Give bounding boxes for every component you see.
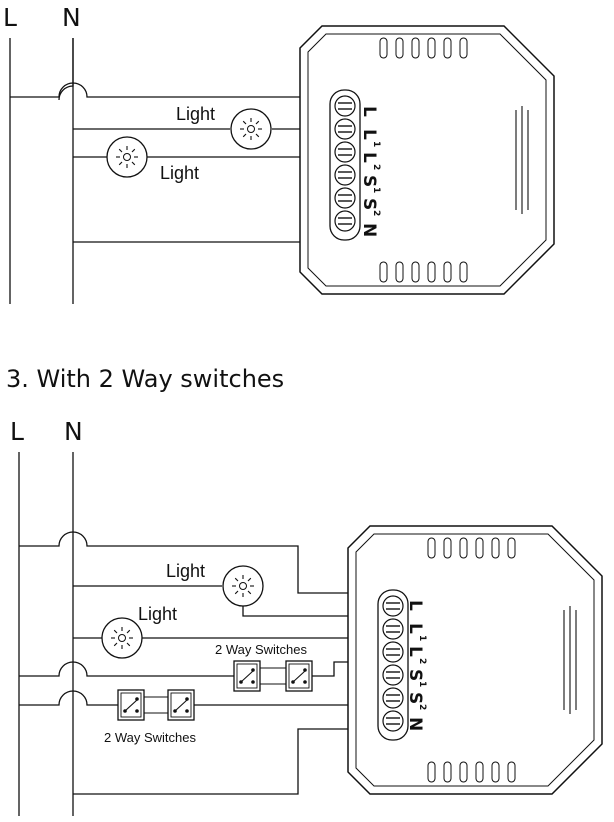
diagram-2-way: L N Light Light 2 Way Switches: [10, 417, 603, 816]
terminal-sub-l1: 1: [417, 635, 427, 641]
line-label: L: [10, 417, 24, 446]
terminal-label-l: L: [359, 106, 379, 117]
terminal-label-l1: L: [405, 623, 425, 634]
relay-module: [347, 525, 603, 795]
light-bulb-icon: [101, 617, 143, 659]
terminal-label-l2: L: [405, 646, 425, 657]
wire-switch1-s1: [312, 661, 358, 677]
light-label: Light: [176, 104, 215, 124]
wire-light1-l1: [242, 606, 358, 617]
wire-line-switch1: [19, 661, 234, 677]
two-way-switch-icon: [167, 689, 195, 721]
two-way-switch-icon: [233, 660, 261, 692]
switch-group-label: 2 Way Switches: [104, 730, 196, 745]
neutral-label: N: [62, 3, 81, 32]
terminal-label-s2: S: [405, 692, 425, 704]
terminal-labels: L L1 L2 S1 S2 N: [405, 600, 427, 731]
light-label: Light: [138, 604, 177, 624]
terminal-label-l1: L: [359, 129, 379, 140]
terminal-sub-s1: 1: [417, 681, 427, 687]
neutral-label: N: [64, 417, 83, 446]
terminal-sub-l1: 1: [371, 141, 381, 147]
two-way-switch-icon: [117, 689, 145, 721]
terminal-sub-s1: 1: [371, 187, 381, 193]
light-label: Light: [160, 163, 199, 183]
terminal-sub-l2: 2: [417, 658, 427, 664]
wire-line-switch2: [19, 690, 118, 706]
light-bulb-icon: [106, 136, 148, 178]
two-way-switch-icon: [285, 660, 313, 692]
light-label: Light: [166, 561, 205, 581]
diagram-basic: L N Light Light L L1 L2 S1 S2 N: [3, 3, 555, 304]
terminal-label-s2: S: [359, 198, 379, 210]
line-label: L: [3, 3, 17, 32]
terminal-label-n: N: [405, 717, 425, 731]
light-bulb-icon: [230, 108, 272, 150]
section-heading: 3. With 2 Way switches: [6, 365, 284, 393]
terminal-sub-s2: 2: [417, 704, 427, 710]
terminal-label-l: L: [405, 600, 425, 611]
terminal-label-n: N: [359, 223, 379, 237]
wire-neutral-module: [73, 728, 358, 795]
terminal-labels: L L1 L2 S1 S2 N: [359, 106, 381, 237]
switch-group-label: 2 Way Switches: [215, 642, 307, 657]
relay-module: [299, 25, 555, 295]
wire-line-to-module: [19, 531, 358, 594]
terminal-label-s1: S: [359, 175, 379, 187]
terminal-label-s1: S: [405, 669, 425, 681]
terminal-label-l2: L: [359, 152, 379, 163]
terminal-sub-l2: 2: [371, 164, 381, 170]
terminal-sub-s2: 2: [371, 210, 381, 216]
wire-line-to-module: [10, 82, 316, 98]
light-bulb-icon: [222, 565, 264, 607]
